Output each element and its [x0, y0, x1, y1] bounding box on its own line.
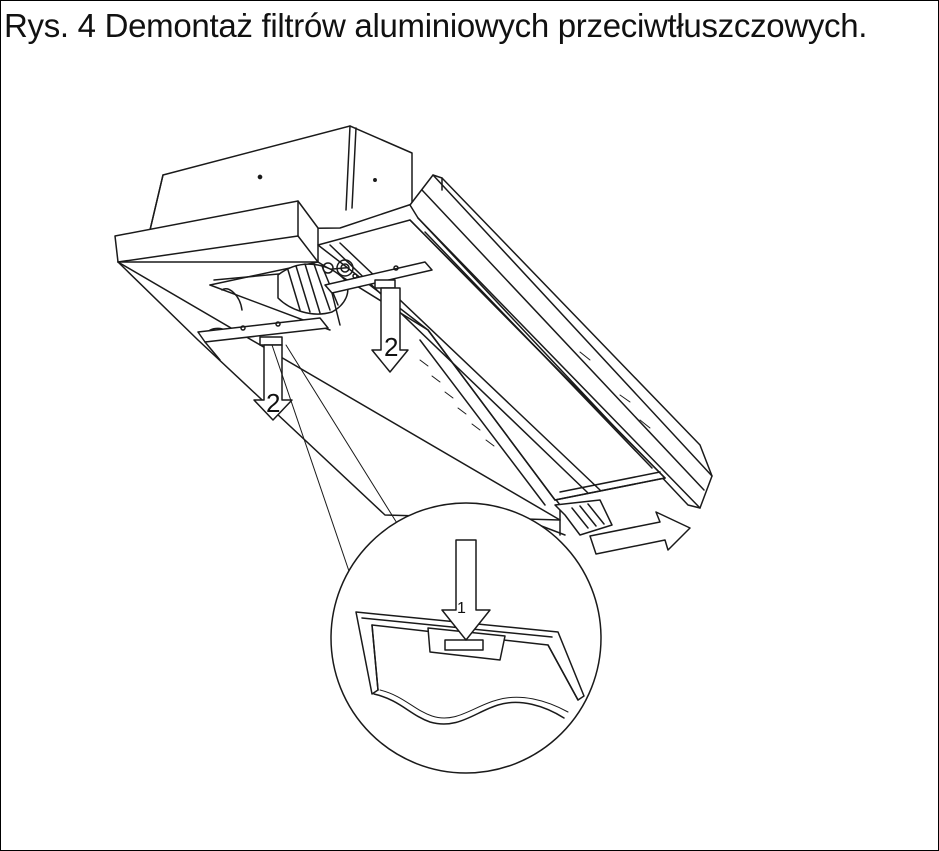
step-2-arrow-right — [371, 287, 409, 373]
figure-caption: Rys. 4 Demontaż filtrów aluminiowych prz… — [4, 7, 868, 44]
filter-aperture — [317, 219, 666, 506]
fan-motor — [204, 259, 354, 337]
step-2-arrow-left — [253, 344, 293, 421]
step-1-label: 1 — [457, 600, 466, 617]
slide-out-latch — [504, 499, 613, 536]
step-2-label-left: 2 — [266, 388, 280, 418]
filter-handle-bar-right — [324, 261, 433, 326]
detail-leader-lines — [271, 344, 401, 581]
step-1-arrow — [441, 539, 491, 641]
filter-grille-marks — [419, 351, 651, 447]
step-2-label-right: 2 — [384, 332, 398, 362]
hood-side-rail — [409, 174, 713, 509]
pull-direction-arrow — [589, 511, 691, 555]
